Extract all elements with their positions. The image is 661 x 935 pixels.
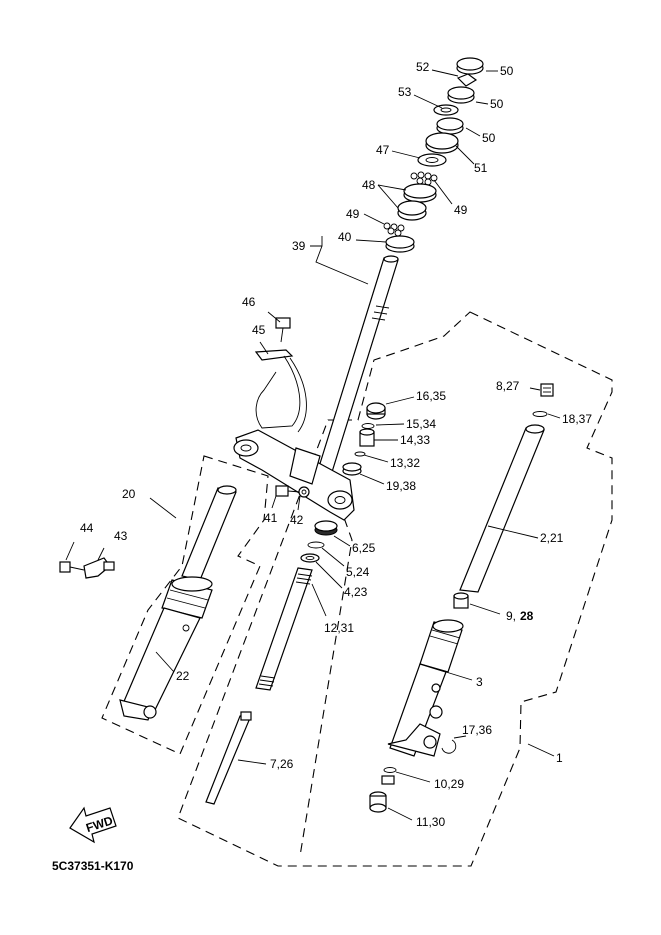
- callout-10-29: 10,29: [434, 777, 464, 791]
- callout-52: 52: [416, 60, 430, 74]
- callout-16-35: 16,35: [416, 389, 446, 403]
- callout-1: 1: [556, 751, 563, 765]
- callout-51: 51: [474, 161, 488, 175]
- callout-19-38: 19,38: [386, 479, 416, 493]
- fork-tube-right-outline: [299, 461, 353, 857]
- damper-rod: [205, 711, 252, 805]
- callout-6-25: 6,25: [352, 541, 376, 555]
- forward-arrow-icon: FWD: [69, 806, 117, 844]
- callout-50-lower: 50: [482, 131, 496, 145]
- damper-bolt: [369, 791, 387, 813]
- right-fork-upper-parts: [342, 402, 386, 476]
- callout-15-34: 15,34: [406, 417, 436, 431]
- diagram-code: 5C37351-K170: [52, 859, 134, 873]
- callout-43: 43: [114, 529, 128, 543]
- callout-48: 48: [362, 178, 376, 192]
- callout-2-21: 2,21: [540, 531, 564, 545]
- callout-labels: 52 50 53 50 50 47 51 48 49 49 40 39 46 4…: [80, 60, 592, 829]
- callout-5-24: 5,24: [346, 565, 370, 579]
- callout-28: 28: [520, 609, 534, 623]
- callout-17-36: 17,36: [462, 723, 492, 737]
- right-fork-inner-tube: [459, 424, 545, 593]
- callout-49-left: 49: [346, 207, 360, 221]
- fork-spring: [255, 567, 313, 691]
- drain-bolt: [381, 767, 397, 785]
- callout-47: 47: [376, 143, 390, 157]
- callout-3: 3: [476, 675, 483, 689]
- callout-7-26: 7,26: [270, 757, 294, 771]
- callout-50-middle: 50: [490, 97, 504, 111]
- callout-39: 39: [292, 239, 306, 253]
- callout-40: 40: [338, 230, 352, 244]
- callout-12-31: 12,31: [324, 621, 354, 635]
- callout-46: 46: [242, 295, 256, 309]
- top-plug: [532, 383, 554, 417]
- brake-hose-holder: [59, 557, 115, 579]
- callout-42: 42: [290, 513, 304, 527]
- callout-22: 22: [176, 669, 190, 683]
- callout-45: 45: [252, 323, 266, 337]
- callout-13-32: 13,32: [390, 456, 420, 470]
- circlip: [441, 739, 457, 754]
- callout-8-27: 8,27: [496, 379, 520, 393]
- callout-9: 9,: [506, 609, 516, 623]
- callout-20: 20: [122, 487, 136, 501]
- callout-41: 41: [264, 511, 278, 525]
- left-fork-assembly: [119, 485, 237, 721]
- fork-seals: [300, 520, 338, 563]
- cable-guide-bracket: [254, 317, 307, 433]
- callout-11-30: 11,30: [416, 815, 445, 829]
- right-fork-outer-tube: [387, 619, 464, 757]
- steering-nut-stack: [383, 57, 484, 253]
- assembly-20-outline: [101, 455, 269, 755]
- collar: [453, 592, 469, 609]
- pinch-bolt: [275, 485, 310, 498]
- callout-18-37: 18,37: [562, 412, 592, 426]
- assembly-1-outline: [177, 311, 613, 867]
- callout-4-23: 4,23: [344, 585, 368, 599]
- callout-49-right: 49: [454, 203, 468, 217]
- under-bracket: [233, 429, 355, 521]
- steering-stem: [317, 255, 399, 473]
- callout-14-33: 14,33: [400, 433, 430, 447]
- callout-44: 44: [80, 521, 94, 535]
- callout-53: 53: [398, 85, 412, 99]
- callout-50-top: 50: [500, 64, 514, 78]
- leader-lines: [65, 69, 561, 821]
